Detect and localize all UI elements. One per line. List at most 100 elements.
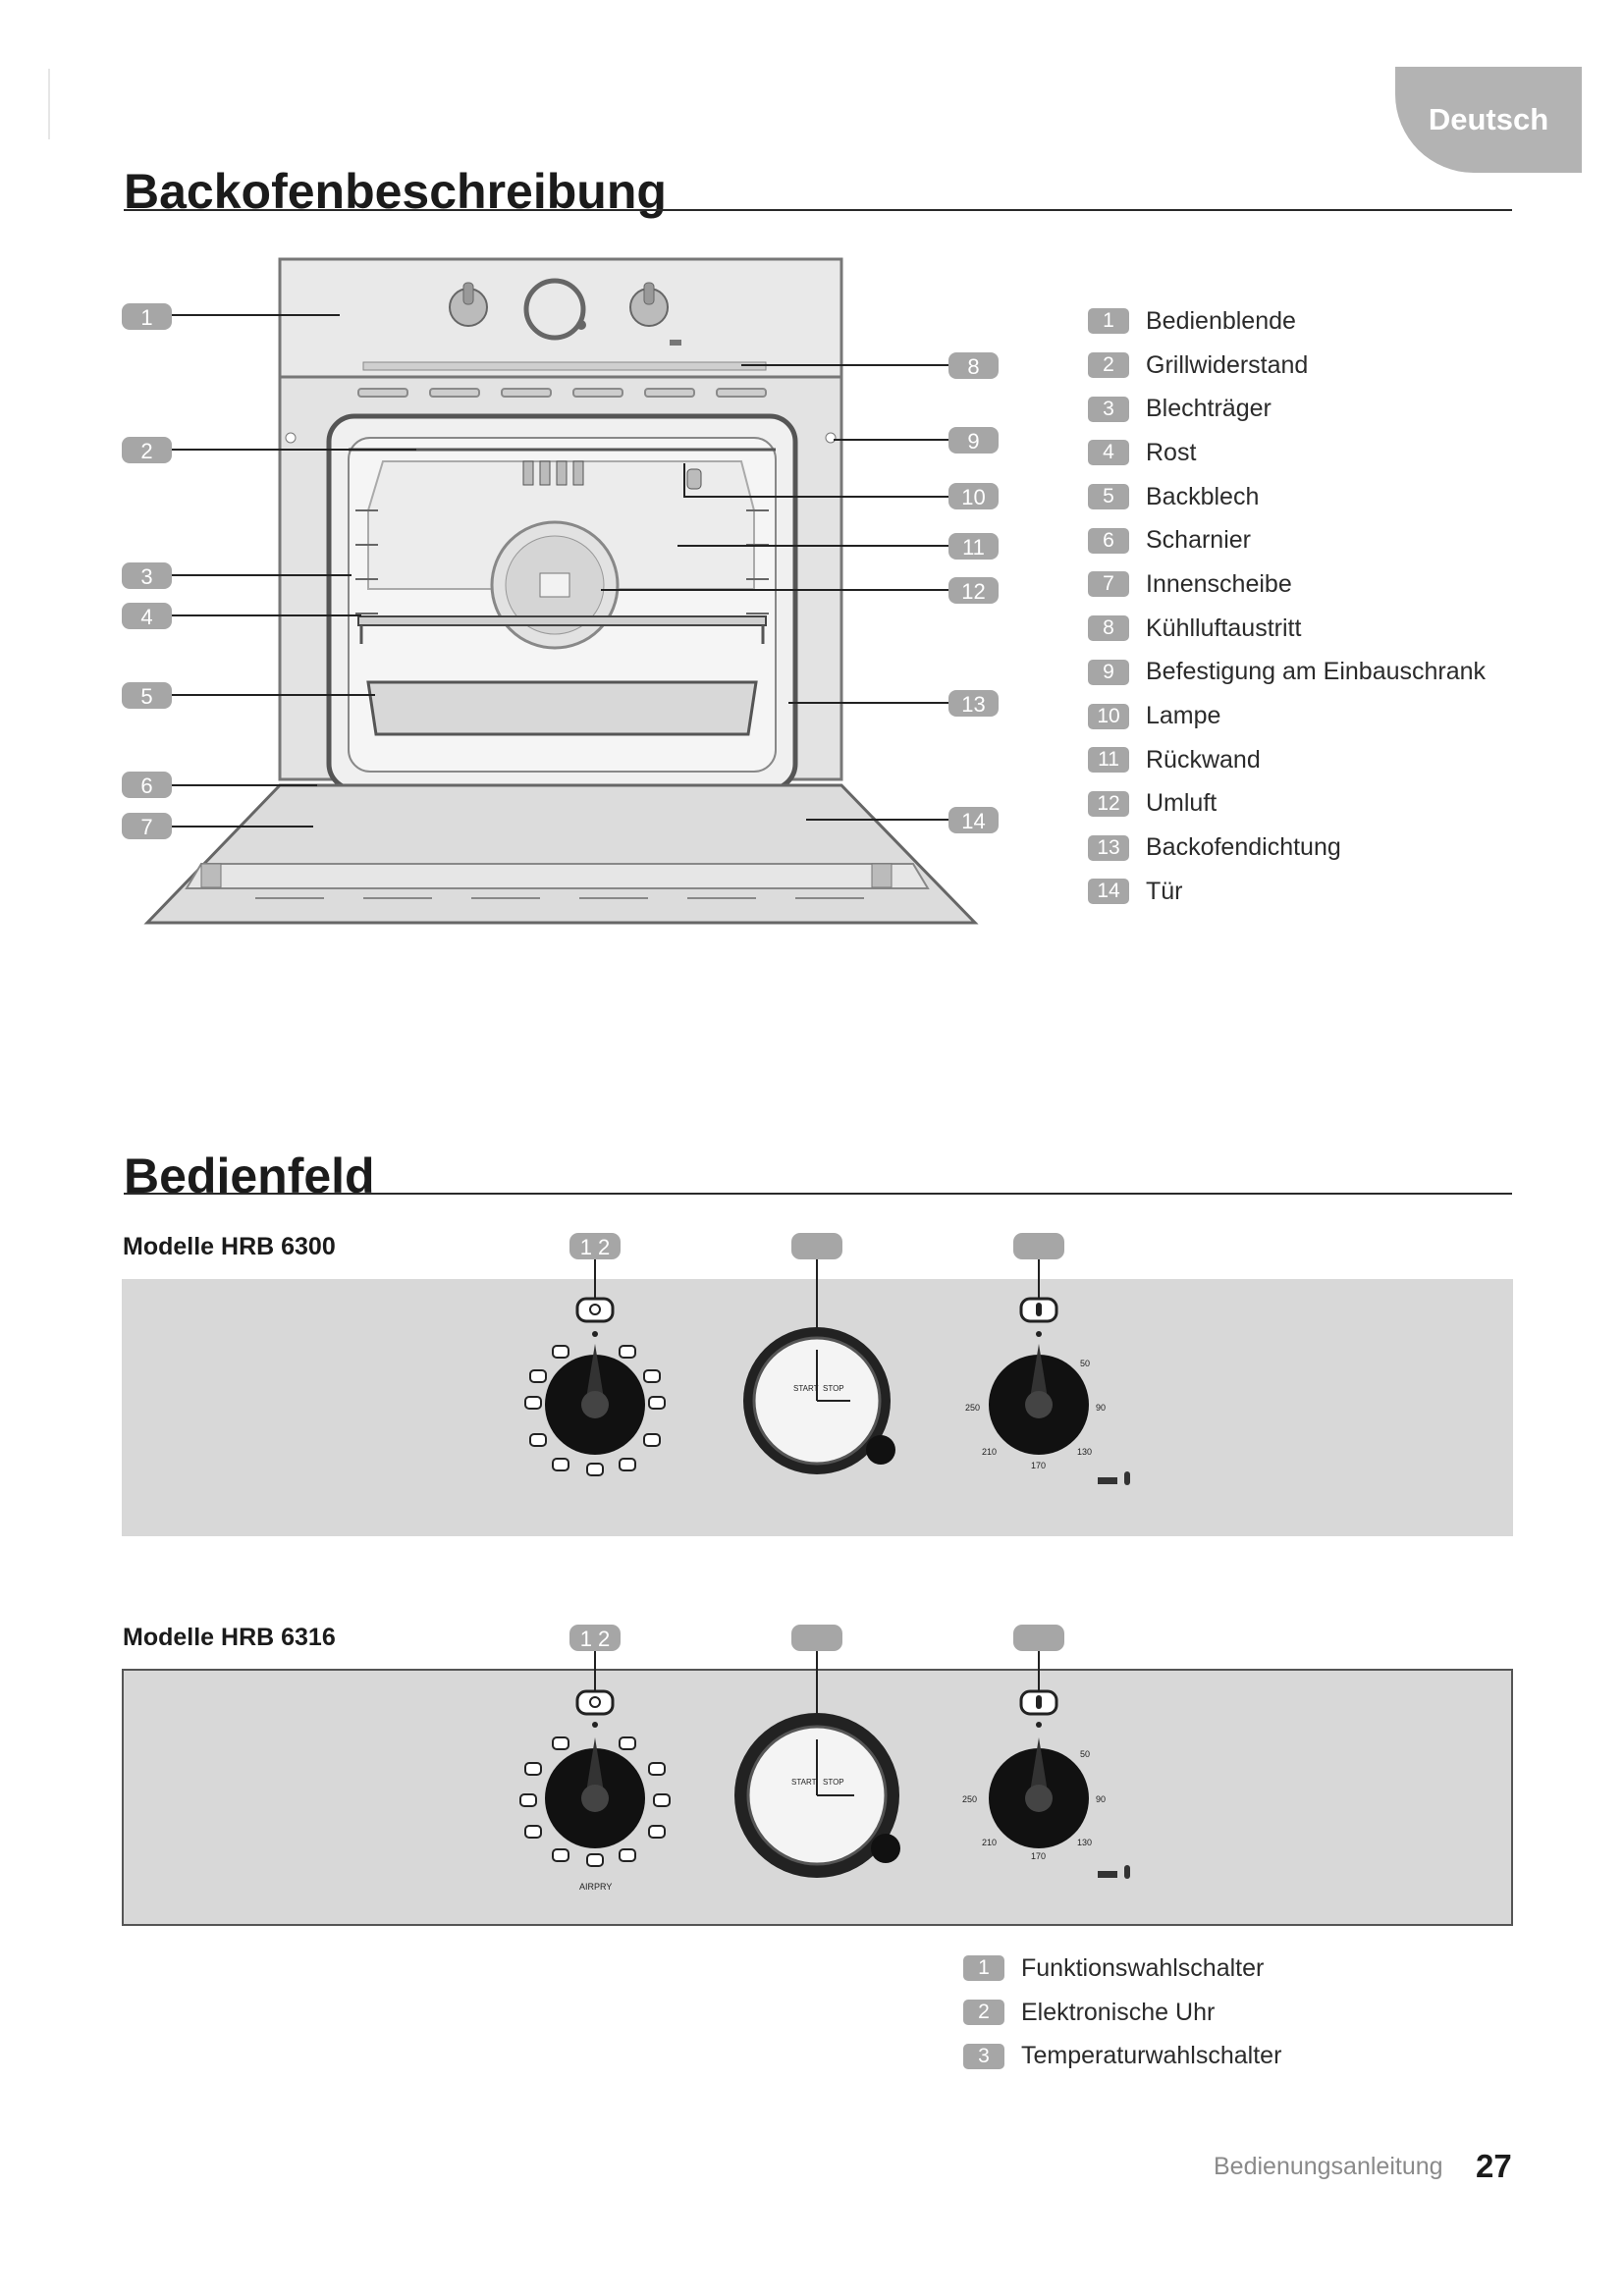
legend-text: Backblech bbox=[1146, 482, 1260, 510]
left-knob-icon bbox=[449, 282, 488, 327]
indicator-lamp bbox=[1098, 1477, 1117, 1484]
callout-badge-7: 7 bbox=[122, 813, 172, 839]
legend-badge: 11 bbox=[1088, 747, 1129, 774]
legend-text: Rost bbox=[1146, 438, 1197, 466]
legend-item: 11 Rückwand bbox=[1088, 738, 1486, 782]
control-panel-diagram-hrb-6316: 1 2 AIRPRY START STOP bbox=[519, 1625, 1130, 1892]
cooling-vent-strip bbox=[362, 361, 767, 371]
temp-label-50: 50 bbox=[1080, 1359, 1090, 1368]
legend-badge: 8 bbox=[1088, 615, 1129, 642]
callout-badge-4-label: 4 bbox=[140, 605, 152, 629]
margin-mark bbox=[48, 69, 50, 139]
model-label-hrb-6316: Modelle HRB 6316 bbox=[123, 1624, 336, 1651]
callout-badge-12-label: 12 bbox=[961, 579, 985, 604]
callout-badge-10: 10 bbox=[948, 483, 999, 509]
section-title-control-panel: Bedienfeld bbox=[124, 1148, 375, 1203]
callout-badge-2-label: 2 bbox=[140, 439, 152, 463]
legend-text: Funktionswahlschalter bbox=[1021, 1953, 1265, 1982]
panel-callout-3 bbox=[1013, 1233, 1064, 1259]
temp-label-50: 50 bbox=[1080, 1749, 1090, 1759]
panel-callout-1-label: 1 2 bbox=[580, 1235, 611, 1259]
callout-badge-8-label: 8 bbox=[967, 354, 979, 379]
callout-badge-13-label: 13 bbox=[961, 692, 985, 717]
callout-badge-13: 13 bbox=[948, 690, 999, 717]
section-rule bbox=[124, 209, 1512, 211]
legend-text: Tür bbox=[1146, 877, 1183, 905]
legend-badge: 5 bbox=[1088, 484, 1129, 510]
callout-badge-5: 5 bbox=[122, 682, 172, 709]
callout-badge-9: 9 bbox=[948, 427, 999, 454]
language-tab-label: Deutsch bbox=[1428, 102, 1549, 136]
panel-callout-1: 1 2 bbox=[569, 1625, 621, 1651]
callout-badge-11: 11 bbox=[948, 533, 999, 560]
clock-start-label: START bbox=[793, 1384, 819, 1393]
oven-lamp-icon bbox=[522, 460, 702, 490]
callout-badge-3-label: 3 bbox=[140, 564, 152, 589]
callout-leaders-left bbox=[172, 314, 416, 828]
callout-badge-1-label: 1 bbox=[140, 305, 152, 330]
legend-text: Bedienblende bbox=[1146, 306, 1296, 335]
legend-badge: 1 bbox=[1088, 308, 1129, 335]
callout-badge-3: 3 bbox=[122, 562, 172, 589]
legend-text: Backofendichtung bbox=[1146, 833, 1341, 862]
indicator-lamp bbox=[1098, 1871, 1117, 1878]
function-selector-knob: AIRPRY bbox=[519, 1689, 671, 1892]
airfry-label: AIRPRY bbox=[579, 1882, 612, 1892]
function-selector-knob bbox=[524, 1297, 666, 1476]
panel-callout-3 bbox=[1013, 1625, 1064, 1651]
thermometer-icon bbox=[1124, 1471, 1130, 1485]
legend-item: 13 Backofendichtung bbox=[1088, 826, 1486, 870]
temp-label-170: 170 bbox=[1031, 1461, 1046, 1470]
legend-badge: 3 bbox=[963, 2043, 1004, 2069]
temp-label-130: 130 bbox=[1077, 1447, 1092, 1457]
callout-badge-10-label: 10 bbox=[961, 485, 985, 509]
wire-rack-icon bbox=[357, 615, 767, 644]
page-number: 27 bbox=[1476, 2148, 1512, 2184]
right-knob-icon bbox=[629, 282, 669, 327]
legend-badge: 4 bbox=[1088, 440, 1129, 466]
legend-item: 2 Grillwiderstand bbox=[1088, 344, 1486, 388]
model-label-hrb-6300: Modelle HRB 6300 bbox=[123, 1233, 336, 1260]
legend-text: Scharnier bbox=[1146, 526, 1251, 555]
baking-tray-icon bbox=[366, 680, 758, 736]
clock-dial-icon bbox=[523, 278, 586, 341]
electronic-clock-dial: START STOP bbox=[743, 1327, 895, 1474]
section-title-oven-description: Backofenbeschreibung bbox=[124, 164, 667, 219]
legend-item: 4 Rost bbox=[1088, 431, 1486, 475]
callout-badge-7-label: 7 bbox=[140, 815, 152, 839]
temp-label-250: 250 bbox=[962, 1794, 977, 1804]
legend-text: Temperaturwahlschalter bbox=[1021, 2042, 1282, 2070]
thermometer-icon bbox=[1124, 1865, 1130, 1879]
temp-label-130: 130 bbox=[1077, 1838, 1092, 1847]
legend-text: Rückwand bbox=[1146, 745, 1261, 774]
legend-badge: 2 bbox=[1088, 352, 1129, 379]
legend-badge: 10 bbox=[1088, 703, 1129, 729]
panel-callout-2 bbox=[791, 1233, 842, 1259]
legend-text: Grillwiderstand bbox=[1146, 350, 1309, 379]
temp-label-210: 210 bbox=[982, 1447, 997, 1457]
legend-text: Elektronische Uhr bbox=[1021, 1998, 1216, 2026]
temp-label-210: 210 bbox=[982, 1838, 997, 1847]
callout-badge-2: 2 bbox=[122, 437, 172, 463]
temperature-selector-knob: 50 90 130 170 210 250 bbox=[965, 1297, 1130, 1485]
legend-badge: 12 bbox=[1088, 790, 1129, 817]
oven-door bbox=[143, 783, 979, 925]
legend-badge: 13 bbox=[1088, 834, 1129, 861]
fan-icon bbox=[490, 520, 620, 650]
temp-label-170: 170 bbox=[1031, 1851, 1046, 1861]
callout-badge-5-label: 5 bbox=[140, 684, 152, 709]
temp-label-90: 90 bbox=[1096, 1794, 1106, 1804]
temp-label-250: 250 bbox=[965, 1403, 980, 1413]
callout-badge-9-label: 9 bbox=[967, 429, 979, 454]
callout-badge-4: 4 bbox=[122, 603, 172, 629]
callout-badge-14: 14 bbox=[948, 807, 999, 833]
